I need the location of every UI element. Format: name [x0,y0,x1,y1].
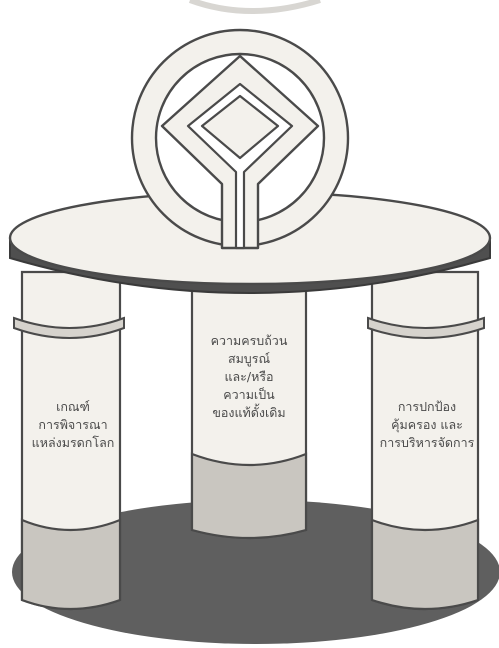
pillar-right-line-3: การบริหารจัดการ [362,434,492,452]
pillar-left-line-2: การพิจารณา [18,416,128,434]
pillar-middle-line-2: สมบูรณ์ [186,350,312,368]
top-faded-band [190,0,320,11]
pillar-left-line-1: เกณฑ์ [18,398,128,416]
pillar-right-line-1: การปกป้อง [362,398,492,416]
pillar-middle-line-3: และ/หรือ [186,368,312,386]
pillar-right-line-2: คุ้มครอง และ [362,416,492,434]
pillar-middle-label: ความครบถ้วน สมบูรณ์ และ/หรือ ความเป็น ขอ… [186,332,312,422]
pillar-middle-line-5: ของแท้ดั้งเดิม [186,404,312,422]
pillar-left-label: เกณฑ์ การพิจารณา แหล่งมรดกโลก [18,398,128,452]
pillar-middle-line-1: ความครบถ้วน [186,332,312,350]
world-heritage-emblem-icon [132,30,348,248]
pillar-right-label: การปกป้อง คุ้มครอง และ การบริหารจัดการ [362,398,492,452]
pillar-left-line-3: แหล่งมรดกโลก [18,434,128,452]
pillar-middle-line-4: ความเป็น [186,386,312,404]
